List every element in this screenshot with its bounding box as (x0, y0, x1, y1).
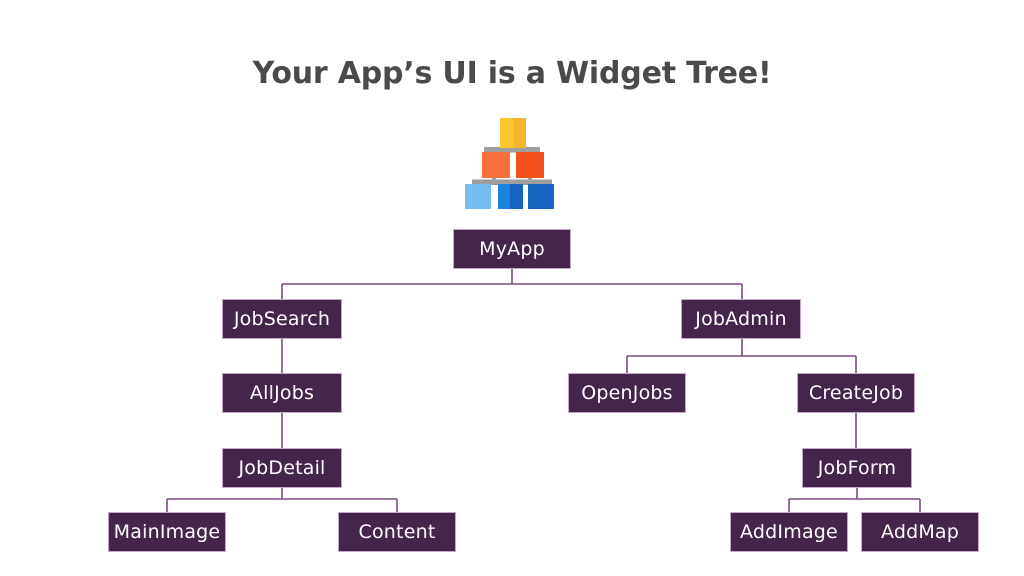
logo-bottom-box-3 (510, 184, 523, 209)
tree-node-label: OpenJobs (581, 382, 673, 404)
logo-mid-box-left (482, 152, 510, 178)
tree-node-label: AddImage (740, 521, 838, 543)
tree-node-label: JobAdmin (695, 308, 787, 330)
tree-node-myapp[interactable]: MyApp (453, 229, 571, 269)
logo-top-box (500, 118, 526, 148)
logo-mid-box-right (516, 152, 544, 178)
tree-node-label: AddMap (880, 521, 960, 543)
tree-node-label: CreateJob (808, 382, 904, 404)
edge-jobadmin-children (626, 339, 857, 373)
tree-node-jobsearch[interactable]: JobSearch (222, 299, 342, 339)
tree-node-mainimage[interactable]: MainImage (108, 512, 226, 552)
tree-node-label: AllJobs (249, 382, 315, 404)
edge-jobdetail-children (166, 488, 398, 512)
logo-bottom-box-2 (498, 184, 510, 209)
tree-node-jobadmin[interactable]: JobAdmin (681, 299, 801, 339)
logo-bottom-box-1 (465, 184, 491, 209)
tree-node-addmap[interactable]: AddMap (861, 512, 979, 552)
logo-bottom-box-4 (528, 184, 554, 209)
tree-node-jobform[interactable]: JobForm (802, 448, 912, 488)
tree-node-addimage[interactable]: AddImage (730, 512, 848, 552)
tree-node-label: JobSearch (233, 308, 331, 330)
tree-node-content[interactable]: Content (338, 512, 456, 552)
tree-node-label: MainImage (113, 521, 221, 543)
tree-node-alljobs[interactable]: AllJobs (222, 373, 342, 413)
tree-node-createjob[interactable]: CreateJob (797, 373, 915, 413)
tree-node-openjobs[interactable]: OpenJobs (568, 373, 686, 413)
widget-tree-hierarchy-icon (462, 114, 562, 214)
tree-node-label: JobDetail (238, 457, 326, 479)
tree-node-jobdetail[interactable]: JobDetail (222, 448, 342, 488)
edge-myapp-children (281, 269, 743, 299)
tree-node-label: MyApp (479, 238, 545, 260)
page-title: Your App’s UI is a Widget Tree! (252, 56, 772, 91)
tree-node-label: Content (358, 521, 436, 543)
tree-node-label: JobForm (817, 457, 897, 479)
edge-jobform-children (788, 488, 921, 512)
